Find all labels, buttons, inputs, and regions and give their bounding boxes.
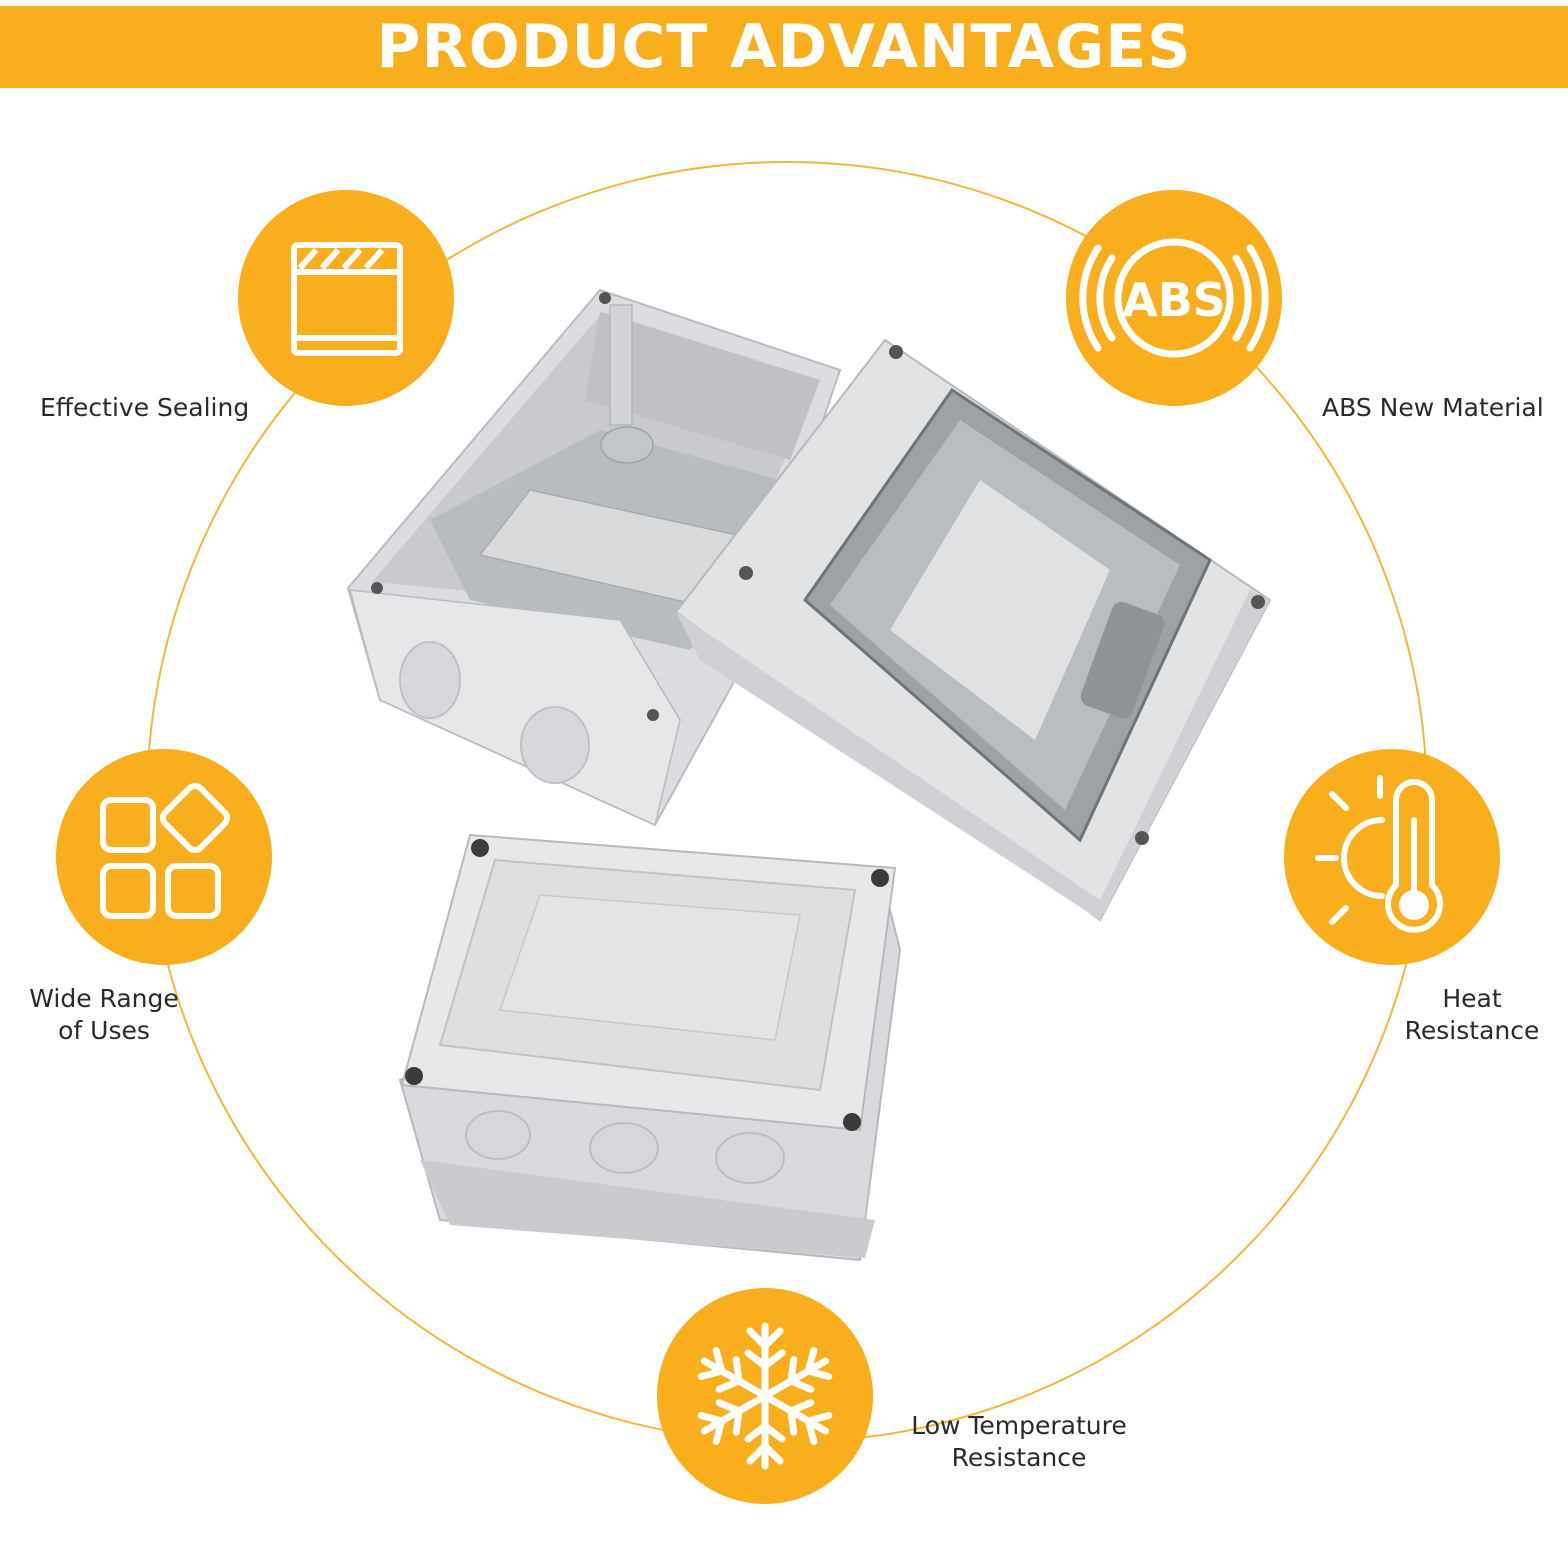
label-low-temperature: Low Temperature Resistance xyxy=(904,1410,1134,1474)
label-line: Resistance xyxy=(951,1443,1087,1472)
label-text: Effective Sealing xyxy=(40,393,250,422)
label-line: of Uses xyxy=(58,1016,150,1045)
snowflake-icon xyxy=(696,1322,834,1466)
enclosure-lid xyxy=(674,338,1272,922)
feature-badge-uses xyxy=(56,749,272,965)
label-abs-material: ABS New Material xyxy=(1322,392,1544,424)
label-line: Low Temperature xyxy=(911,1411,1127,1440)
feature-badge-abs: ABS xyxy=(1066,190,1282,406)
feature-badge-cold xyxy=(657,1288,873,1504)
feature-badge-heat xyxy=(1284,749,1500,965)
label-wide-range: Wide Range of Uses xyxy=(28,983,180,1047)
header-banner: PRODUCT ADVANTAGES xyxy=(0,6,1568,88)
sealing-panel-icon xyxy=(291,242,403,356)
abs-material-icon: ABS xyxy=(1079,238,1269,358)
label-line: Wide Range xyxy=(29,984,179,1013)
label-line: Resistance xyxy=(1404,1016,1540,1045)
sun-thermometer-icon xyxy=(1315,775,1443,933)
banner-title: PRODUCT ADVANTAGES xyxy=(376,12,1192,82)
label-heat-resistance: Heat Resistance xyxy=(1402,983,1542,1047)
feature-badge-sealing xyxy=(238,190,454,406)
abs-badge-text: ABS xyxy=(1122,273,1226,327)
closed-enclosure-base xyxy=(398,833,902,1262)
label-effective-sealing: Effective Sealing xyxy=(40,392,249,424)
label-text: ABS New Material xyxy=(1322,393,1544,422)
label-line: Heat xyxy=(1442,984,1502,1013)
app-grid-icon xyxy=(100,782,231,919)
